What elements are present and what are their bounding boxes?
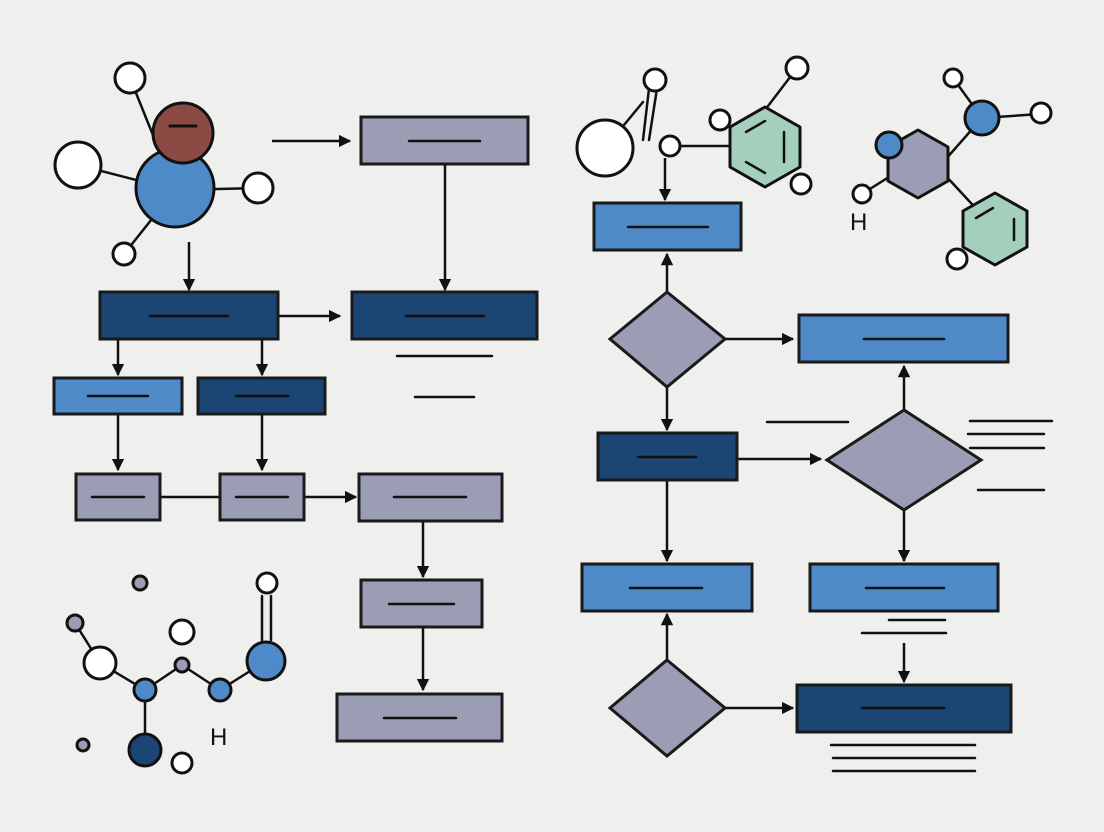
atom-white: [1029, 101, 1053, 125]
atom-brown: [151, 101, 215, 165]
molecule-top-left: [53, 61, 275, 267]
node-r-diamond-2: [824, 408, 984, 512]
benzene-ring: [728, 105, 802, 189]
node-r-diamond-3: [607, 658, 728, 758]
node-r-diamond-1: [607, 290, 728, 389]
atom-white: [82, 645, 118, 681]
placeholder-lines: [395, 354, 1054, 773]
atom-white: [708, 108, 732, 132]
atom-white: [111, 241, 137, 267]
atom-white: [789, 172, 813, 196]
atom-blue: [245, 640, 287, 682]
atom-white: [113, 61, 147, 95]
atom-white: [642, 67, 668, 93]
atom-blue: [207, 677, 233, 703]
atom-gray: [75, 737, 91, 753]
atom-white: [942, 67, 964, 89]
atom-white: [170, 751, 194, 775]
benzene-ring: [961, 191, 1029, 267]
atom-white: [658, 134, 682, 158]
hydrogen-label: H: [210, 724, 227, 751]
atom-blue: [874, 130, 904, 160]
left-connectors: [111, 134, 452, 692]
atom-gray: [173, 656, 191, 674]
atom-blue: [963, 99, 1001, 137]
atom-gray: [65, 613, 85, 633]
atom-white: [241, 171, 275, 205]
molecule-top-right: H: [575, 55, 1053, 271]
atom-dark-blue: [127, 732, 163, 768]
molecule-bottom-left: H: [65, 571, 287, 775]
flowchart-nodes: [52, 115, 1013, 758]
atom-white: [784, 55, 810, 81]
atom-white: [575, 118, 635, 178]
atom-white: [255, 571, 279, 595]
atom-white: [945, 247, 969, 271]
atom-gray: [131, 574, 149, 592]
atom-white: [168, 618, 196, 646]
hydrogen-label: H: [850, 209, 867, 236]
atom-blue: [132, 677, 158, 703]
right-connectors: [658, 158, 911, 715]
atom-white: [851, 183, 873, 205]
atom-white: [53, 140, 103, 190]
